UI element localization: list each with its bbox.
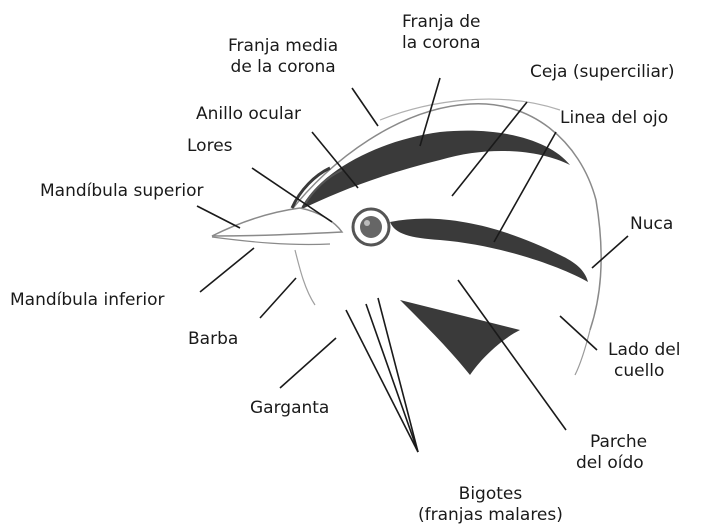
label-lores: Lores — [187, 136, 233, 157]
label-lado-cuello-line2: cuello — [608, 361, 680, 382]
label-nuca-text: Nuca — [630, 214, 673, 235]
label-garganta-text: Garganta — [250, 398, 329, 419]
label-franja-corona-line1: Franja de — [402, 12, 481, 33]
upper-mandible — [212, 208, 342, 236]
label-parche-oido: Parche del oído — [576, 432, 647, 474]
label-franja-corona-line2: la corona — [402, 33, 481, 54]
label-nuca: Nuca — [630, 214, 673, 235]
label-mandibula-inferior-text: Mandíbula inferior — [10, 290, 165, 311]
label-lores-text: Lores — [187, 136, 233, 157]
label-lado-cuello-line1: Lado del — [608, 340, 680, 361]
label-anillo-ocular-text: Anillo ocular — [196, 104, 301, 125]
throat-outline — [295, 250, 315, 305]
label-bigotes: Bigotes (franjas malares) — [418, 484, 563, 526]
label-franja-corona: Franja de la corona — [402, 12, 481, 54]
label-barba-text: Barba — [188, 329, 238, 350]
label-mandibula-superior-text: Mandíbula superior — [40, 181, 203, 202]
label-franja-media-line2: de la corona — [228, 57, 338, 78]
leader-franja-media — [352, 88, 378, 126]
label-franja-media: Franja media de la corona — [228, 36, 338, 78]
label-parche-oido-line1: Parche — [576, 432, 647, 453]
label-lado-cuello: Lado del cuello — [608, 340, 680, 382]
leader-bigotes-3 — [366, 304, 418, 452]
eye-highlight — [364, 220, 370, 226]
leader-lado-cuello — [560, 316, 597, 350]
label-linea-ojo-text: Linea del ojo — [560, 108, 668, 129]
label-mandibula-superior: Mandíbula superior — [40, 181, 203, 202]
label-ceja-text: Ceja (superciliar) — [530, 62, 675, 83]
malar-stripe-dark — [400, 300, 520, 375]
label-mandibula-inferior: Mandíbula inferior — [10, 290, 165, 311]
label-linea-ojo: Linea del ojo — [560, 108, 668, 129]
leader-bigotes-1 — [378, 298, 418, 452]
eye-line-stripe — [390, 219, 588, 282]
leader-barba — [260, 278, 296, 318]
lower-mandible — [212, 237, 330, 245]
leader-nuca — [592, 236, 628, 268]
label-parche-oido-line2: del oído — [576, 453, 647, 474]
eye-iris — [360, 216, 382, 238]
leader-garganta — [280, 338, 336, 388]
label-franja-media-line1: Franja media — [228, 36, 338, 57]
label-anillo-ocular: Anillo ocular — [196, 104, 301, 125]
leader-mandibula-superior — [197, 206, 240, 228]
label-barba: Barba — [188, 329, 238, 350]
label-bigotes-line2: (franjas malares) — [418, 505, 563, 526]
label-ceja: Ceja (superciliar) — [530, 62, 675, 83]
label-garganta: Garganta — [250, 398, 329, 419]
leader-bigotes-2 — [346, 310, 418, 452]
label-bigotes-line1: Bigotes — [418, 484, 563, 505]
leader-mandibula-inferior — [200, 248, 254, 292]
